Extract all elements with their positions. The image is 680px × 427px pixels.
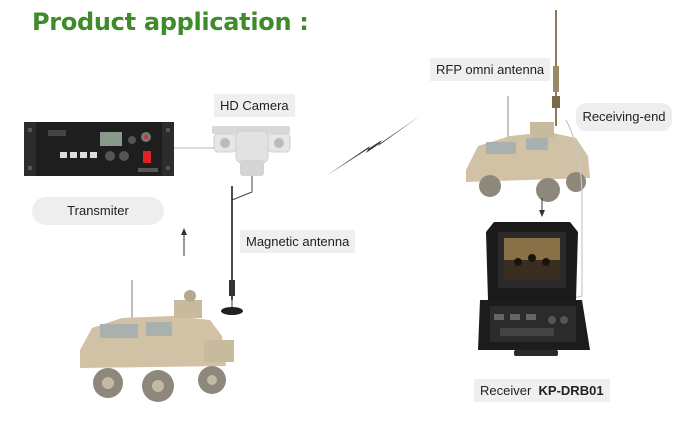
receiver-prefix: Receiver <box>480 383 532 398</box>
receiver-label: Receiver KP-DRB01 <box>474 379 610 402</box>
receiver-case-icon <box>478 222 590 356</box>
vehicle-icon <box>466 96 590 202</box>
rfp-omni-antenna-label: RFP omni antenna <box>430 58 551 81</box>
receiving-end-label: Receiving-end <box>576 103 672 131</box>
transmitter-unit-icon <box>24 122 174 176</box>
up-arrow-icon <box>181 228 187 256</box>
magnetic-antenna-label: Magnetic antenna <box>240 230 356 253</box>
receiver-model: KP-DRB01 <box>538 383 604 398</box>
omni-antenna-icon <box>552 10 560 126</box>
transmitter-label: Transmiter <box>32 197 164 225</box>
page-title: Product application : <box>32 8 309 36</box>
magnetic-antenna-icon <box>221 186 243 315</box>
down-arrow-icon <box>539 198 545 217</box>
vehicle-icon <box>80 280 234 402</box>
hd-camera-label: HD Camera <box>214 94 295 117</box>
ptz-camera-icon <box>212 126 291 176</box>
lightning-signal-icon <box>326 116 420 176</box>
cable-line <box>565 119 583 301</box>
